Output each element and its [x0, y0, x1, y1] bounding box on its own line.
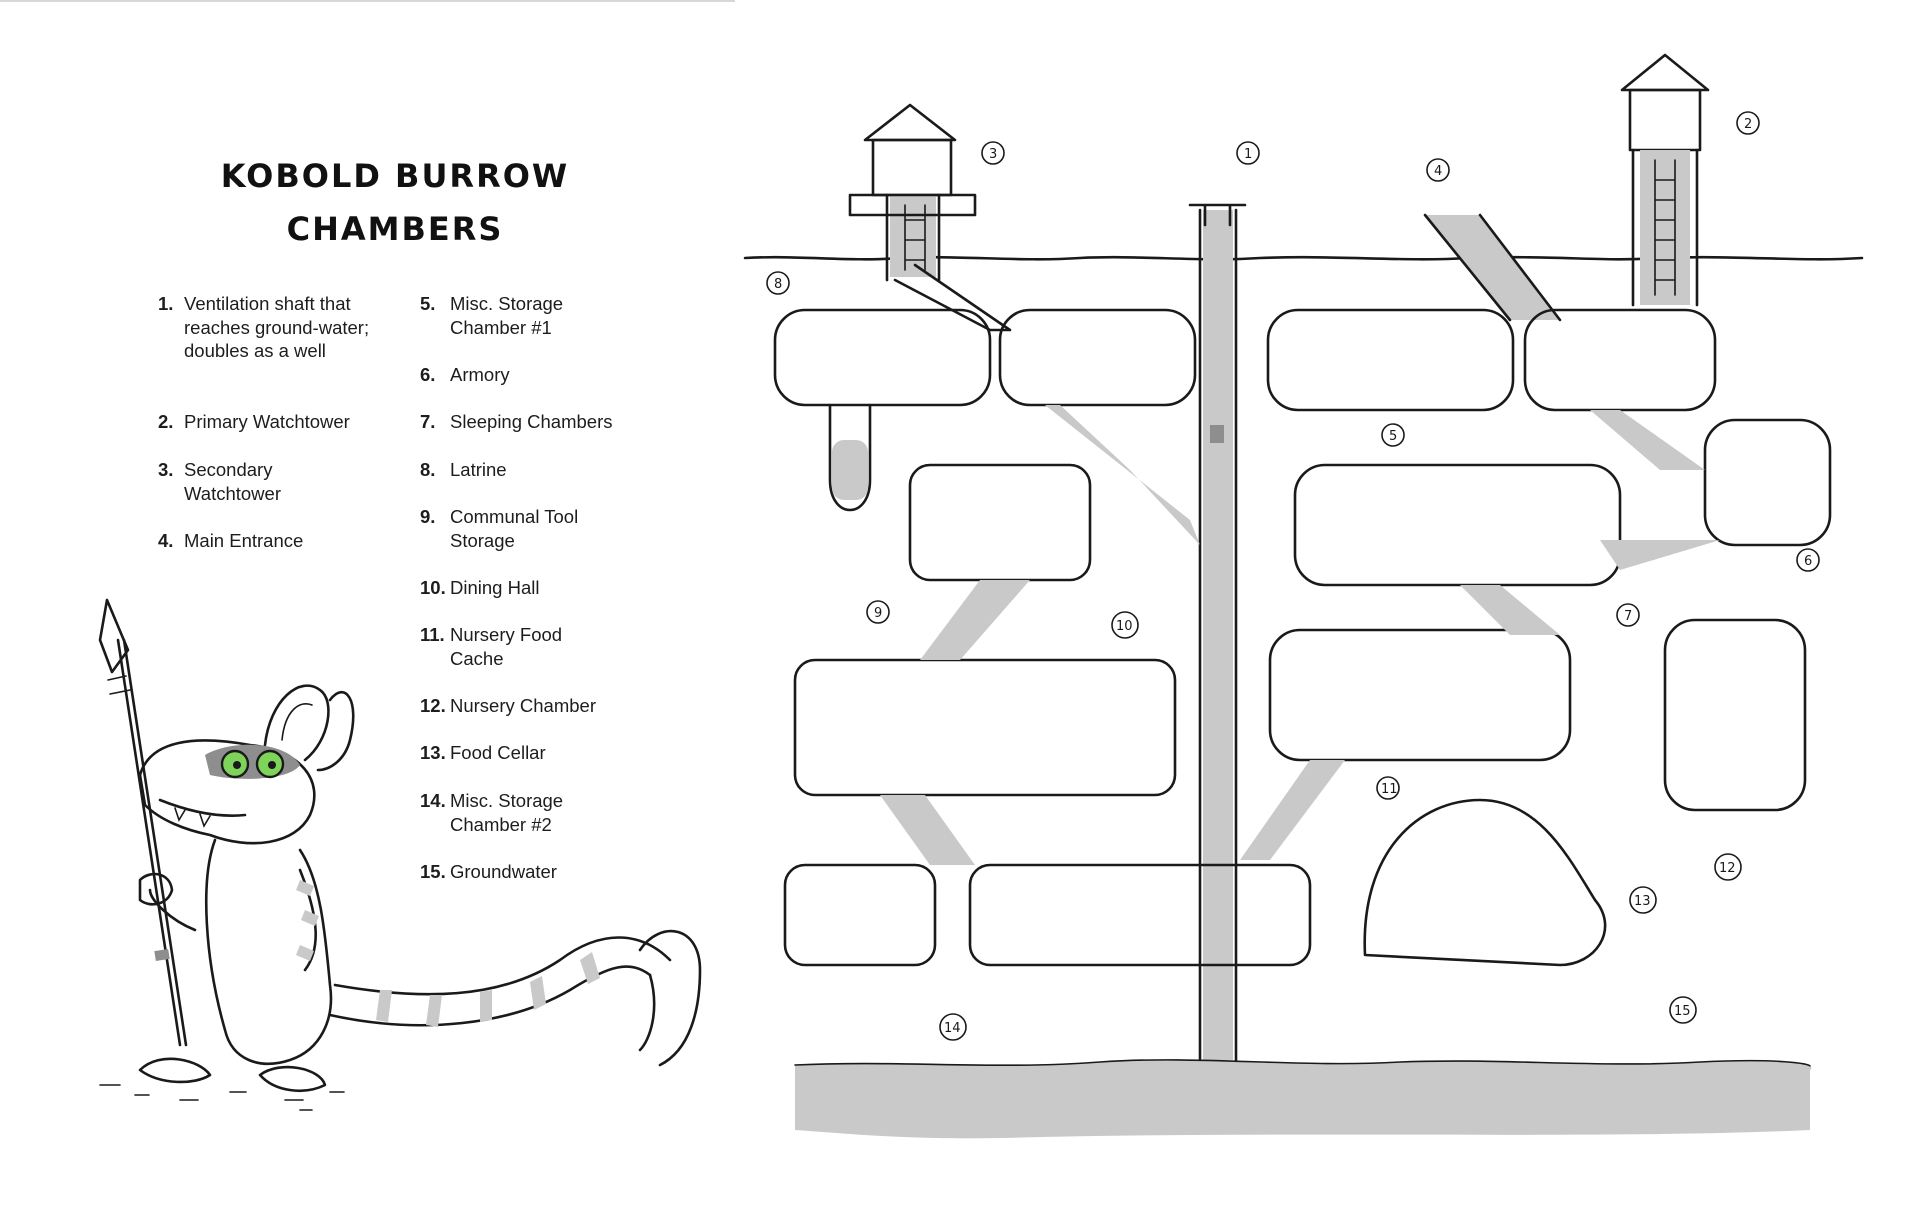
map-label-7: 7	[1624, 609, 1632, 624]
legend-text: Groundwater	[450, 861, 557, 882]
legend-text: Nursery Chamber	[450, 695, 596, 716]
latrine-chamber	[773, 308, 992, 512]
legend-item-8: 8. Latrine	[420, 458, 670, 482]
misc-storage-chamber-2	[783, 863, 937, 967]
communal-tool-storage	[908, 463, 1092, 582]
legend-num: 13.	[420, 742, 446, 763]
legend-item-15: 15. Groundwater	[420, 860, 670, 884]
tunnels	[880, 405, 1720, 865]
legend-text: Sleeping Chambers	[450, 411, 613, 432]
map-label-15: 15	[1674, 1004, 1691, 1019]
legend-num: 5.	[420, 293, 436, 314]
legend-num: 14.	[420, 790, 446, 811]
legend-item-14: 14. Misc. Storage Chamber #2	[420, 789, 590, 836]
legend-item-7: 7. Sleeping Chambers	[420, 410, 670, 434]
map-callouts: 1 2 3 4 5 6 7 8 9 10 11 12 13 14 15	[766, 111, 1820, 1041]
legend-num: 11.	[420, 624, 445, 645]
map-label-12: 12	[1719, 861, 1736, 876]
legend-num: 10.	[420, 577, 446, 598]
main-entrance	[1423, 213, 1562, 322]
legend-text: Misc. Storage Chamber #2	[450, 790, 564, 835]
guard-chamber	[998, 308, 1197, 407]
map-label-10: 10	[1116, 619, 1133, 634]
dining-hall	[793, 658, 1177, 797]
map-label-1: 1	[1244, 147, 1252, 162]
legend-item-6: 6. Armory	[420, 363, 670, 387]
page-title: KOBOLD BURROW CHAMBERS	[200, 150, 590, 256]
legend-item-5: 5. Misc. Storage Chamber #1	[420, 292, 600, 339]
legend-item-2: 2. Primary Watchtower	[158, 410, 408, 434]
misc-storage-chamber-1	[1266, 308, 1515, 412]
legend-num: 8.	[420, 459, 436, 480]
legend-text: Ventilation shaft that reaches ground-wa…	[184, 293, 370, 361]
tail-stripes	[376, 952, 600, 1027]
legend-text: Latrine	[450, 459, 507, 480]
legend-item-4: 4. Main Entrance	[158, 529, 408, 553]
map-label-8: 8	[774, 277, 782, 292]
map-label-5: 5	[1389, 429, 1397, 444]
title-line-1: KOBOLD BURROW	[220, 157, 570, 195]
legend-num: 15.	[420, 861, 446, 882]
legend-num: 7.	[420, 411, 436, 432]
legend-num: 9.	[420, 506, 436, 527]
map-label-9: 9	[874, 606, 882, 621]
legend-text: Nursery Food Cache	[450, 624, 563, 669]
legend-num: 4.	[158, 530, 174, 551]
title-line-2: CHAMBERS	[286, 210, 504, 248]
legend-text: Armory	[450, 364, 510, 385]
legend-num: 12.	[420, 695, 446, 716]
body-stripes	[296, 880, 319, 961]
map-label-13: 13	[1634, 894, 1651, 909]
nursery-food-cache	[1268, 628, 1572, 762]
lower-chamber	[968, 863, 1312, 967]
legend-num: 1.	[158, 293, 174, 314]
map-label-6: 6	[1804, 554, 1812, 569]
legend-text: Primary Watchtower	[184, 411, 350, 432]
legend-text: Secondary Watchtower	[184, 459, 281, 504]
legend-text: Misc. Storage Chamber #1	[450, 293, 564, 338]
map-label-3: 3	[989, 147, 997, 162]
map-label-4: 4	[1434, 164, 1442, 179]
legend-item-9: 9. Communal Tool Storage	[420, 505, 590, 552]
map-label-2: 2	[1744, 117, 1752, 132]
food-cellar	[1363, 798, 1607, 967]
top-rule	[0, 0, 735, 2]
legend-text: Food Cellar	[450, 742, 546, 763]
armory	[1703, 418, 1832, 547]
ventilation-shaft	[1188, 203, 1247, 1062]
legend-num: 3.	[158, 459, 174, 480]
legend-item-10: 10. Dining Hall	[420, 576, 670, 600]
sleeping-chambers	[1293, 463, 1622, 587]
legend-text: Main Entrance	[184, 530, 304, 551]
legend-item-12: 12. Nursery Chamber	[420, 694, 670, 718]
primary-watchtower	[1620, 53, 1710, 307]
legend-num: 2.	[158, 411, 174, 432]
legend-text: Communal Tool Storage	[450, 506, 579, 551]
legend-text: Dining Hall	[450, 577, 540, 598]
map-label-11: 11	[1381, 782, 1398, 797]
tower-chamber	[1523, 308, 1717, 412]
legend-item-3: 3. Secondary Watchtower	[158, 458, 318, 505]
kobold-illustration	[98, 598, 702, 1111]
map-label-14: 14	[944, 1021, 961, 1036]
legend-item-11: 11. Nursery Food Cache	[420, 623, 590, 670]
legend-item-1: 1. Ventilation shaft that reaches ground…	[158, 292, 383, 363]
spear-icon	[98, 598, 188, 1047]
legend-item-13: 13. Food Cellar	[420, 741, 670, 765]
legend-num: 6.	[420, 364, 436, 385]
nursery-chamber	[1663, 618, 1807, 812]
groundwater	[795, 1059, 1812, 1139]
secondary-watchtower	[848, 103, 1012, 332]
